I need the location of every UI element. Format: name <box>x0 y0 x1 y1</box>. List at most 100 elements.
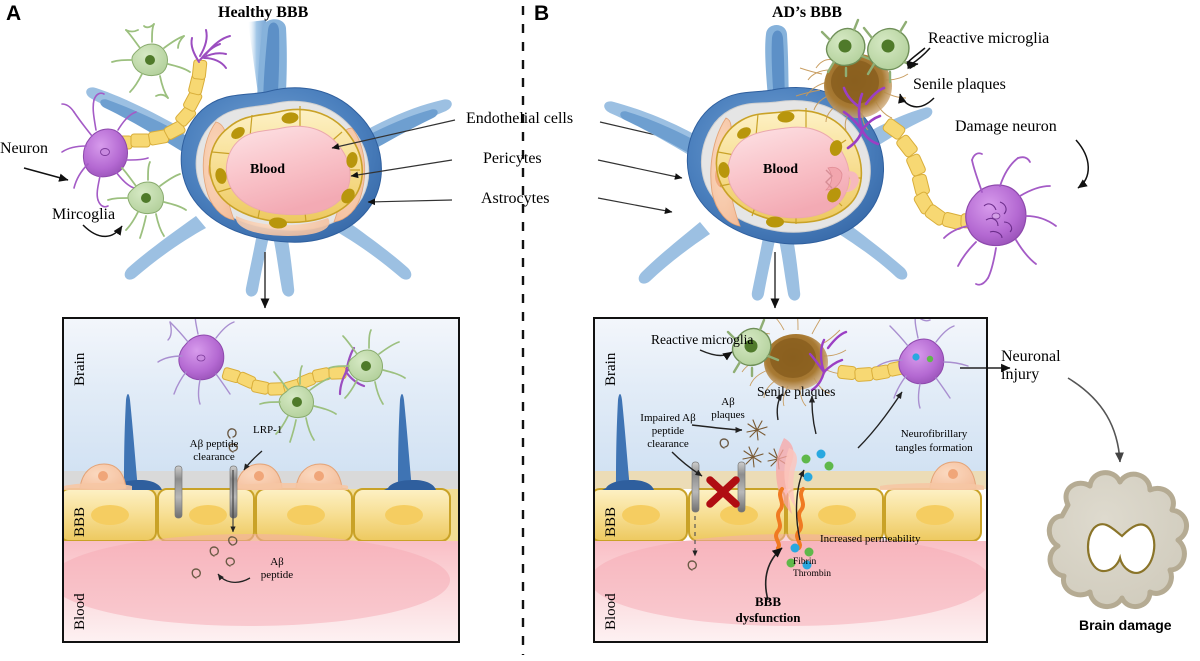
label-abeta-peptide: Aβ peptide <box>260 556 294 582</box>
damaged-neuron-b-detail <box>877 319 969 409</box>
microglia-a-detail-1 <box>259 365 337 443</box>
brain-damage-illustration <box>1046 470 1189 609</box>
impaired-clearance-arrow <box>671 451 703 477</box>
microglia-a-upper <box>111 23 191 99</box>
label-endothelial-cells: Endothelial cells <box>466 110 574 127</box>
panel-title-a: Healthy BBB <box>218 4 309 21</box>
pericytes-row-a <box>64 463 348 490</box>
dystrophic-neurite-top <box>842 86 886 150</box>
myelinated-axon-a <box>112 59 208 150</box>
panel-a-callout-arrows <box>23 167 123 238</box>
brain-damage-cavity <box>1086 523 1156 574</box>
box-b-label-brain: Brain <box>603 352 619 386</box>
bbb-dysfunction-arrow <box>764 547 783 601</box>
abeta-peptide-pointer-a <box>217 573 251 584</box>
panel-a-vessel-illustration <box>86 19 452 297</box>
vessel-label-blood-a: Blood <box>250 162 286 177</box>
senile-plaques-arrow-1 <box>775 393 783 421</box>
dystrophic-neurite-b <box>808 330 848 392</box>
detail-box-b <box>593 317 988 643</box>
tangles-arrow <box>857 391 903 449</box>
label-increased-permeability: Increased permeability <box>820 533 921 545</box>
label-senile-plaques-top: Senile plaques <box>913 76 1006 93</box>
permeability-flow-arrow <box>795 469 805 541</box>
abeta-peptides-brain-a <box>227 428 238 453</box>
detail-box-b-content <box>595 319 986 641</box>
arrow-damage-neuron-line <box>1075 139 1089 189</box>
label-lrp1: LRP-1 <box>253 424 283 436</box>
tangles-in-soma <box>983 201 1013 239</box>
line-pericytes-b <box>597 159 683 180</box>
reactive-microglia-b1 <box>820 18 874 78</box>
astrocyte-processes-b <box>604 25 933 301</box>
box-a-label-blood: Blood <box>72 593 88 630</box>
endothelial-cells-row-b <box>595 488 982 542</box>
vessel-label-blood-b: Blood <box>763 162 799 177</box>
reactive-microglia-b-detail <box>726 319 780 378</box>
arrow-reactive-microglia-line <box>908 47 931 70</box>
pericyte-b-detail <box>880 461 984 490</box>
label-abeta-peptide-clearance: Aβ peptide clearance <box>189 438 239 464</box>
lrp1-channels-b <box>691 461 746 513</box>
astrocyte-endfoot-b-detail <box>602 394 654 490</box>
abeta-peptide-blood-b <box>687 560 697 571</box>
abeta-plaques-arrow <box>691 424 743 434</box>
box-a-label-bbb: BBB <box>72 506 88 537</box>
label-abeta-plaques: Aβ plaques <box>711 396 745 422</box>
fibrin-thrombin-dots <box>786 449 834 570</box>
senile-plaques-arrow-2 <box>808 395 817 435</box>
label-fibrin-thrombin: Fibrin Thrombin <box>793 557 831 579</box>
panel-title-b: AD’s BBB <box>772 4 843 21</box>
panel-letter-b: B <box>534 2 550 25</box>
blocked-transport-x <box>706 476 740 508</box>
neuron-a-detail <box>157 319 235 405</box>
neuron-a <box>61 92 149 208</box>
axon-terminal-a <box>190 29 231 69</box>
box-b-label-blood: Blood <box>603 593 619 630</box>
label-senile-plaques-b: Senile plaques <box>757 384 836 399</box>
arrow-senile-plaques <box>904 96 930 104</box>
vessel-lumen-a <box>226 125 351 216</box>
label-bbb-dysfunction: BBB dysfunction <box>735 594 801 626</box>
abeta-peptides-blood-a <box>191 536 238 579</box>
label-reactive-microglia-b: Reactive microglia <box>651 332 754 347</box>
reactive-microglia-b2 <box>862 20 916 84</box>
brain-damage-arrow <box>1067 377 1124 463</box>
label-neuron: Neuron <box>0 140 48 157</box>
arrow-microglia <box>82 224 123 238</box>
vessel-lumen-b <box>727 126 850 219</box>
brain-cells-a <box>157 319 406 443</box>
label-damage-neuron: Damage neuron <box>955 118 1057 135</box>
microglia-a-lower <box>107 161 187 239</box>
vessel-leak-b <box>825 166 859 192</box>
box-b-label-bbb: BBB <box>603 506 619 537</box>
panel-b-vessel-illustration <box>604 25 933 301</box>
arrow-neuron <box>23 167 69 182</box>
line-pericytes-a <box>350 159 453 179</box>
line-endothelial-a <box>331 119 456 150</box>
endothelial-cells-row-a <box>64 488 451 542</box>
label-reactive-microglia-top: Reactive microglia <box>928 30 1050 47</box>
label-impaired-abeta-clearance: Impaired Aβ peptide clearance <box>640 412 696 451</box>
panel-b-damaged-neuron-group <box>882 118 1057 286</box>
line-astrocytes-b <box>597 197 673 214</box>
line-astrocytes-a <box>367 198 453 206</box>
axon-a-detail <box>221 366 347 396</box>
abeta-peptide-brain-b <box>719 438 729 449</box>
arrow-senile-plaques-line <box>898 93 935 108</box>
label-pericytes: Pericytes <box>483 150 542 167</box>
label-astrocytes: Astrocytes <box>481 190 550 207</box>
permeability-breach <box>774 438 805 550</box>
box-a-label-brain: Brain <box>72 352 88 386</box>
myelinated-axon-b <box>882 118 982 230</box>
plaque-group-b-detail <box>726 319 969 409</box>
label-microglia: Mircoglia <box>52 206 116 223</box>
label-neuronal-injury: Neuronal injury <box>1001 348 1061 384</box>
detail-box-a-content <box>64 319 458 641</box>
panel-b-plaque-group <box>795 18 916 150</box>
reactive-microglia-arrow-b <box>699 349 733 361</box>
damaged-neuron-b <box>943 152 1057 286</box>
astrocyte-endfeet-row-a <box>110 394 436 490</box>
